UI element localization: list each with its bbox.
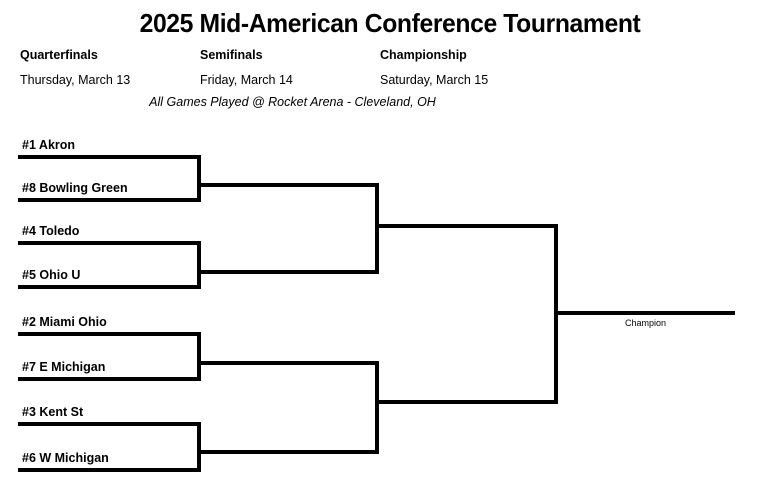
- team-slot-5-label: #2 Miami Ohio: [22, 315, 107, 329]
- team-slot-7-rule: [18, 422, 200, 426]
- sf-connector-2-out: [375, 400, 558, 404]
- champion-rule: [554, 311, 735, 315]
- team-slot-4-label: #5 Ohio U: [22, 268, 81, 282]
- qf-connector-3-out: [197, 361, 379, 365]
- team-slot-1-label: #1 Akron: [22, 138, 76, 152]
- team-slot-6-label: #7 E Michigan: [22, 360, 106, 374]
- qf-connector-4-out: [197, 450, 379, 454]
- team-slot-6-rule: [18, 377, 200, 381]
- qf-connector-3-vertical: [197, 332, 201, 381]
- round-date-semifinals: Friday, March 14: [200, 73, 293, 87]
- team-slot-1-rule: [18, 155, 200, 159]
- round-header-championship: Championship: [380, 48, 467, 62]
- team-slot-8-rule: [18, 468, 200, 472]
- venue-note: All Games Played @ Rocket Arena - Clevel…: [149, 95, 436, 109]
- sf-connector-1-out: [375, 224, 558, 228]
- sf-connector-1-vertical: [375, 183, 379, 274]
- team-slot-7-label: #3 Kent St: [22, 405, 84, 419]
- round-date-quarterfinals: Thursday, March 13: [20, 73, 131, 87]
- qf-connector-2-out: [197, 270, 379, 274]
- round-header-semifinals: Semifinals: [200, 48, 263, 62]
- round-header-quarterfinals: Quarterfinals: [20, 48, 98, 62]
- champion-label: Champion: [625, 318, 667, 328]
- qf-connector-4-vertical: [197, 422, 201, 472]
- team-slot-4-rule: [18, 285, 200, 289]
- sf-connector-2-vertical: [375, 361, 379, 454]
- team-slot-3-label: #4 Toledo: [22, 224, 80, 238]
- team-slot-2-rule: [18, 198, 200, 202]
- qf-connector-1-vertical: [197, 155, 201, 202]
- team-slot-3-rule: [18, 241, 200, 245]
- team-slot-5-rule: [18, 332, 200, 336]
- qf-connector-1-out: [197, 183, 379, 187]
- team-slot-8-label: #6 W Michigan: [22, 451, 109, 465]
- page-title: 2025 Mid-American Conference Tournament: [139, 8, 641, 38]
- round-date-championship: Saturday, March 15: [380, 73, 489, 87]
- qf-connector-2-vertical: [197, 241, 201, 289]
- team-slot-2-label: #8 Bowling Green: [22, 181, 128, 195]
